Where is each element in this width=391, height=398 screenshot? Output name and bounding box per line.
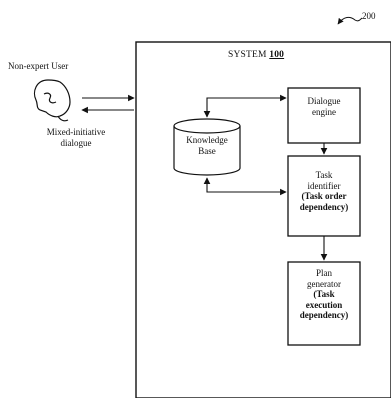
plan-generator-box [287, 261, 361, 346]
user-label: Non-expert User [8, 61, 69, 71]
arrow-kb-task-identifier [203, 177, 287, 196]
pg-line5: dependency) [299, 310, 349, 320]
kb-line2: Base [198, 145, 216, 156]
pg-line4: execution [305, 299, 343, 310]
system-number: 100 [269, 50, 285, 60]
pg-line2: generator [307, 278, 341, 289]
system-title-text: SYSTEM [228, 50, 267, 60]
de-line1: Dialogue [307, 96, 341, 106]
figure-number: 200 [362, 11, 376, 21]
task-identifier-box [287, 155, 361, 237]
system-title: SYSTEM 100 [228, 50, 284, 60]
ti-line1: Task [315, 170, 333, 180]
pg-line3: (Task [313, 289, 335, 299]
figure-leader-line [337, 16, 363, 25]
arrow-kb-dialogue-engine [203, 94, 287, 118]
ti-line3: (Task order [301, 191, 347, 201]
pg-line1: Plan [315, 268, 332, 278]
knowledge-base-label: Knowledge Base [174, 135, 240, 156]
ti-line4: dependency) [299, 201, 349, 212]
task-identifier-label: Task identifier (Task order dependency) [288, 170, 360, 212]
kb-line1: Knowledge [186, 135, 228, 145]
ti-line2: identifier [307, 180, 341, 191]
interaction-line1: Mixed-initiative [46, 127, 106, 137]
system-boundary [135, 41, 391, 398]
user-head-icon [33, 79, 71, 122]
dialogue-engine-label: Dialogue engine [288, 96, 360, 117]
knowledge-base-cylinder [173, 118, 241, 176]
interaction-line2: dialogue [60, 138, 92, 148]
plan-generator-label: Plan generator (Task execution dependenc… [288, 268, 360, 321]
de-line2: engine [312, 106, 336, 117]
interaction-label: Mixed-initiative dialogue [40, 127, 112, 149]
